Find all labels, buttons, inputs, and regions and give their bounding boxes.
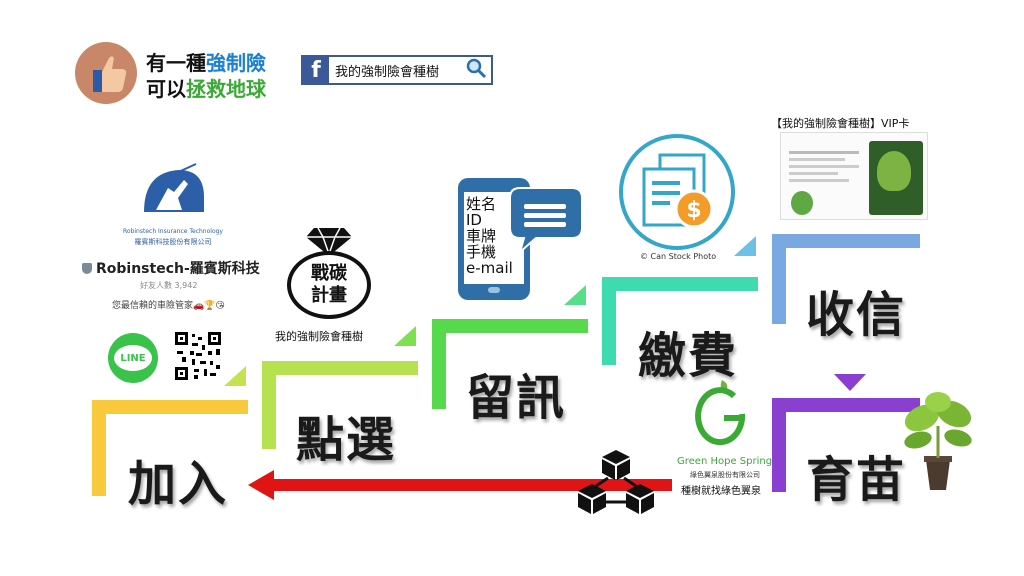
step-tip-join (224, 366, 246, 386)
phone-home-button (488, 287, 500, 293)
plan-badge: 戰碳 計畫 (287, 251, 371, 319)
step-bracket-select (262, 361, 418, 449)
slogan-prefix-2: 可以 (146, 77, 186, 101)
step-bracket-message (432, 319, 588, 409)
payment-icon: $ (618, 133, 736, 251)
form-field-name: 姓名 (466, 195, 497, 213)
slogan: 有一種強制險 可以拯救地球 (146, 50, 266, 102)
step-label-seedling: 育苗 (806, 452, 907, 508)
step-bracket-seedling (772, 398, 920, 492)
step-bracket-pay (602, 277, 758, 365)
logo-text-zh: 羅賓斯科技股份有限公司 (134, 238, 212, 246)
step-bracket-join (92, 400, 248, 496)
form-field-mobile: 手機 (466, 243, 497, 261)
step-tip-select (394, 326, 416, 346)
phone-form-text: 姓名 ID 車牌 手機 e-mail (466, 196, 513, 276)
line-label: LINE (120, 352, 146, 364)
thumbs-up-icon (75, 42, 137, 104)
svg-text:$: $ (686, 198, 701, 223)
company-name-text: Robinstech-羅賓斯科技 (96, 261, 260, 277)
step-label-message: 留訊 (466, 370, 567, 426)
form-field-plate: 車牌 (466, 227, 497, 245)
form-field-email: e-mail (466, 259, 513, 277)
logo-text-en: Robinstech Insurance Technology (123, 228, 223, 235)
vip-card-small-plant (791, 191, 813, 215)
shield-icon (82, 262, 92, 274)
slogan-highlight-2: 拯救地球 (186, 77, 266, 101)
plan-badge-caption: 我的強制險會種樹 (275, 330, 363, 343)
step-label-select: 點選 (296, 412, 397, 468)
green-hope-name-zh: 綠色翼泉股份有限公司 (690, 471, 760, 479)
line-app-icon[interactable]: LINE (108, 333, 158, 383)
friend-count: 好友人數 3,942 (140, 281, 198, 290)
step-label-pay: 繳費 (638, 328, 739, 384)
step-label-mail: 收信 (806, 287, 907, 343)
step-tip-message (564, 285, 586, 305)
slogan-prefix-1: 有一種 (146, 51, 206, 75)
step-label-join: 加入 (128, 456, 229, 512)
chat-bubble-icon (506, 184, 584, 255)
green-hope-name-en: Green Hope Spring (677, 456, 773, 467)
green-hope-logo (690, 378, 754, 452)
vip-card-caption: 【我的強制險會種樹】VIP卡 (771, 117, 910, 130)
facebook-icon: f (303, 57, 329, 83)
search-icon (465, 57, 487, 83)
step-down-arrow (834, 374, 866, 391)
payment-credit: © Can Stock Photo (640, 252, 717, 261)
plan-badge-line2: 計畫 (311, 285, 347, 306)
company-name: Robinstech-羅賓斯科技 (82, 258, 260, 278)
step-tip-pay (734, 236, 756, 256)
form-field-id: ID (466, 211, 482, 229)
green-hope-slogan: 種樹就找綠色翼泉 (681, 486, 761, 497)
company-tagline: 您最信賴的車險管家🚗🏆😘 (112, 301, 225, 311)
vip-card-lines (789, 147, 859, 186)
robinstech-logo (134, 162, 210, 226)
slogan-highlight-1: 強制險 (206, 51, 266, 75)
vip-card-plant-photo (869, 141, 923, 215)
fb-search-bar[interactable]: f 我的強制險會種樹 (301, 55, 493, 85)
return-arrow (248, 470, 672, 500)
line-bubble: LINE (114, 345, 152, 371)
blockchain-icon (578, 448, 654, 514)
plan-badge-line1: 戰碳 (311, 263, 347, 284)
vip-card-image (780, 132, 928, 220)
step-bracket-mail (772, 234, 920, 324)
seedling-image (896, 388, 980, 494)
qr-code[interactable] (174, 331, 222, 381)
fb-page-label: 我的強制險會種樹 (335, 64, 440, 80)
